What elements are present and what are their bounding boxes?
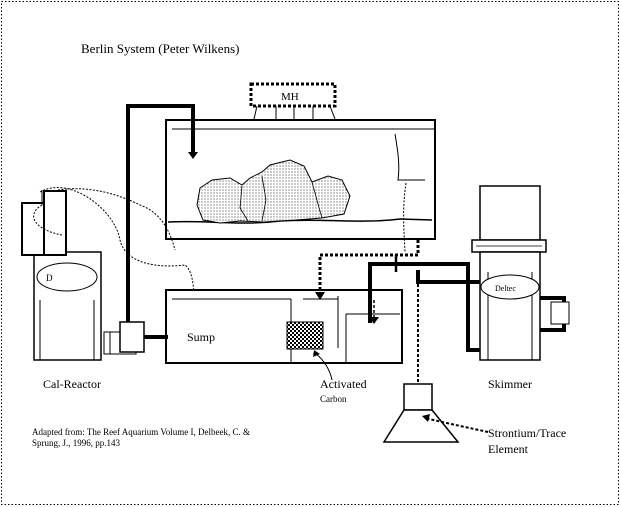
carbon-label: Carbon <box>320 394 347 404</box>
activated-label: Activated <box>320 377 367 391</box>
strontium-doser <box>382 284 489 443</box>
reactor-mark: D <box>46 273 53 283</box>
strontium-label-line2: Element <box>488 442 529 456</box>
display-tank <box>165 119 436 240</box>
mh-label: MH <box>281 91 299 103</box>
diagram-title: Berlin System (Peter Wilkens) <box>81 41 239 56</box>
metal-halide-lamp: MH <box>249 82 337 120</box>
skimmer-label: Skimmer <box>488 377 532 391</box>
deltec-label: Deltec <box>495 284 516 293</box>
return-pipe <box>126 104 195 330</box>
cal-reactor-label: Cal-Reactor <box>43 377 101 391</box>
credit-line1: Adapted from: The Reef Aquarium Volume I… <box>32 427 250 437</box>
live-rock <box>196 159 351 224</box>
sump-label: Sump <box>187 330 215 344</box>
calcium-reactor: D <box>21 190 102 361</box>
credit-line2: Sprung, J., 1996, pp.143 <box>32 438 121 448</box>
strontium-label-line1: Strontium/Trace <box>488 426 566 440</box>
sump-pump <box>103 321 168 355</box>
protein-skimmer: Deltec <box>471 185 570 361</box>
sump: Sump <box>165 289 403 364</box>
activated-carbon-bag <box>286 321 324 350</box>
